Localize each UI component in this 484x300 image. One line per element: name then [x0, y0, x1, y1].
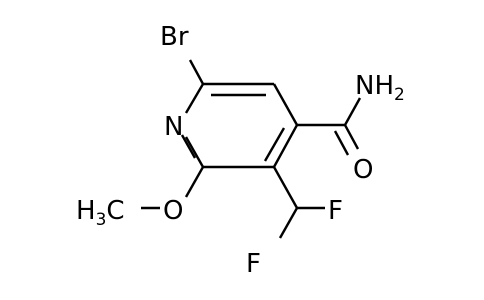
bond-c2-o	[184, 166, 205, 198]
bond-c2-n-inner	[180, 134, 197, 159]
pyridine-ring	[180, 82, 299, 169]
methyl-h-text: H	[76, 196, 96, 226]
bond-carbonyl-o	[343, 124, 360, 150]
bond-carbonyl-nh2	[343, 97, 362, 126]
bond-c2-n	[184, 136, 205, 168]
atom-labels: Br N NH2 O O H3C F F	[76, 22, 405, 279]
methyl-c-text: C	[106, 196, 124, 226]
fluorine-1-label: F	[328, 196, 343, 226]
bond-n-c6	[184, 83, 205, 114]
bond-c3-chf2	[272, 166, 299, 209]
ring-nitrogen-label: N	[164, 112, 183, 142]
methyl-group-label: H3C	[76, 196, 125, 230]
substituent-bonds	[141, 59, 362, 239]
amide-nh2-label: NH2	[355, 71, 405, 105]
ether-oxygen-label: O	[163, 196, 183, 226]
bond-carbonyl-o-inner	[333, 130, 350, 156]
bond-c4-c3	[272, 124, 299, 168]
amide-nh-text: NH	[355, 71, 394, 101]
bromine-label: Br	[160, 22, 189, 52]
bond-c6-br	[188, 59, 205, 85]
bond-c5-c4	[272, 83, 299, 126]
amide-h-count: 2	[394, 85, 405, 105]
bond-c4-c3-inner	[263, 127, 286, 162]
carbonyl-oxygen-label: O	[353, 155, 373, 185]
methyl-h-count: 3	[96, 210, 107, 230]
fluorine-2-label: F	[246, 249, 261, 279]
bond-chf2-f2	[278, 207, 299, 239]
